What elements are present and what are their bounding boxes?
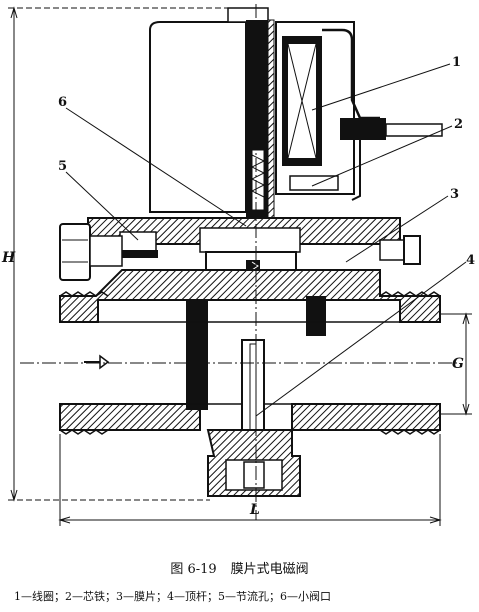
left-plug-screw [59, 223, 158, 281]
callout-6: 6 [58, 95, 67, 110]
cable-gland [340, 118, 443, 201]
callout-4: 4 [466, 253, 475, 268]
dimension-length: L [58, 434, 442, 526]
bottom-cap [206, 429, 301, 497]
caption-title: 膜片式电磁阀 [230, 562, 309, 577]
valve-bonnet [87, 217, 401, 253]
leader-lines [65, 63, 467, 417]
plunger-core [246, 19, 275, 221]
bore-label: G [452, 356, 464, 372]
length-label: L [249, 502, 260, 518]
valve-body [59, 269, 441, 435]
figure-legend: 1—线圈；2—芯铁；3—膜片；4—顶杆；5—节流孔；6—小阀口 [14, 590, 331, 603]
callout-2: 2 [454, 117, 463, 132]
coil [275, 21, 380, 195]
dimension-height: H [1, 6, 230, 502]
right-bolt [379, 235, 421, 265]
dimension-bore: G [440, 312, 472, 416]
figure-caption: 图 6-19 膜片式电磁阀 [0, 558, 479, 577]
height-label: H [1, 250, 16, 266]
callout-1: 1 [452, 55, 461, 70]
callout-3: 3 [450, 187, 459, 202]
flow-arrow-icon [84, 354, 110, 370]
callout-5: 5 [58, 159, 67, 174]
caption-number: 图 6-19 [170, 562, 217, 577]
